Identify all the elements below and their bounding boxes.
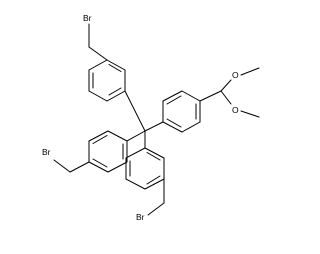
oxygen-label-lower: O — [232, 105, 239, 115]
ring-top — [88, 59, 126, 102]
bromine-label-top: Br — [83, 13, 92, 23]
dimethoxymethyl-group — [199, 67, 260, 118]
chemical-structure-canvas: Br Br Br O O — [42, 13, 260, 222]
bromomethyl-left — [53, 159, 90, 173]
ring-bottom — [125, 147, 165, 190]
ring-left — [88, 130, 128, 173]
bromomethyl-bottom — [147, 178, 165, 216]
ring-right — [162, 90, 201, 133]
bromine-label-left: Br — [42, 147, 51, 157]
bromine-label-bottom: Br — [136, 212, 145, 222]
bromomethyl-top — [88, 23, 108, 61]
central-carbon-bonds — [124, 90, 164, 149]
oxygen-label-upper: O — [232, 70, 239, 80]
